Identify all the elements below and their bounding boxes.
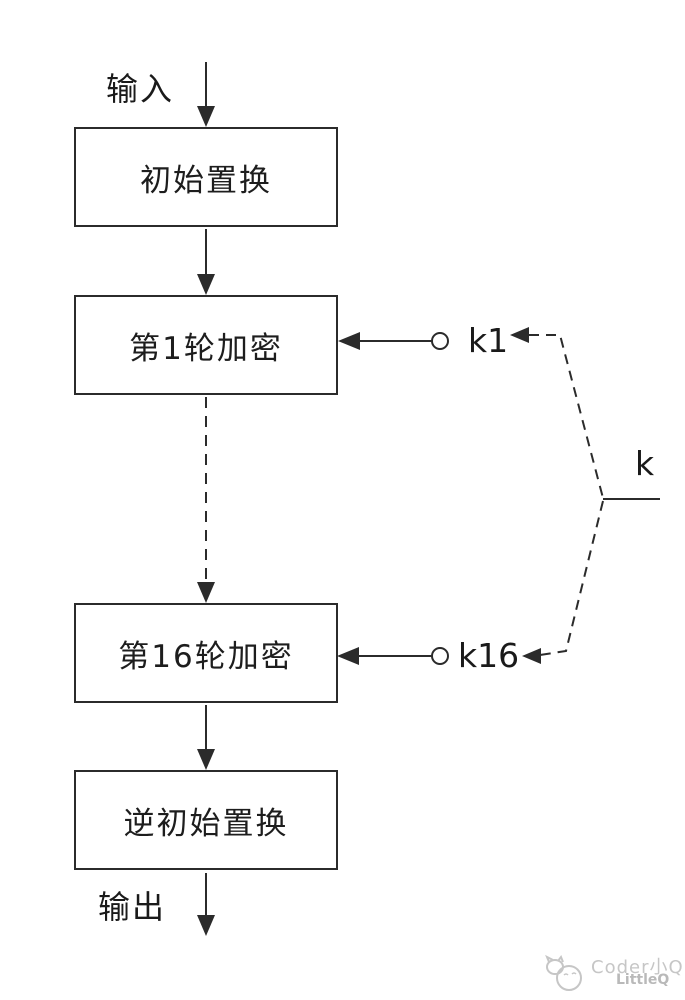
output-label: 输出	[98, 888, 167, 926]
arrowhead-key1	[338, 332, 360, 350]
node-inverse-initial-permutation: 逆初始置换	[74, 770, 338, 870]
node-inverse-initial-permutation-label: 逆初始置换	[123, 805, 289, 842]
key1-label: k1	[468, 321, 509, 360]
input-label: 输入	[106, 70, 175, 108]
arrowhead-key-to-k1	[510, 327, 529, 343]
node-round-1-encryption-label: 第1轮加密	[129, 330, 283, 367]
node-initial-permutation: 初始置换	[74, 127, 338, 227]
node-initial-permutation-label: 初始置换	[140, 162, 272, 199]
node-round-16-encryption-label: 第16轮加密	[118, 638, 294, 675]
key16-label: k16	[458, 636, 520, 675]
arrowhead-key-to-k16	[522, 648, 541, 664]
key-label: k	[635, 444, 655, 483]
edge-key-to-k16-dashed	[539, 500, 604, 656]
arrowhead-input	[197, 106, 215, 127]
arrowhead-key16	[337, 647, 359, 665]
node-round-1-encryption: 第1轮加密	[74, 295, 338, 395]
arrowhead-output	[197, 915, 215, 936]
key1-connector-circle	[431, 332, 449, 350]
arrowhead-box4	[197, 749, 215, 770]
key16-connector-circle	[431, 647, 449, 665]
edge-key-to-k1-dashed	[529, 334, 604, 499]
arrowhead-box2	[197, 274, 215, 295]
node-round-16-encryption: 第16轮加密	[74, 603, 338, 703]
arrowhead-box3	[197, 582, 215, 603]
